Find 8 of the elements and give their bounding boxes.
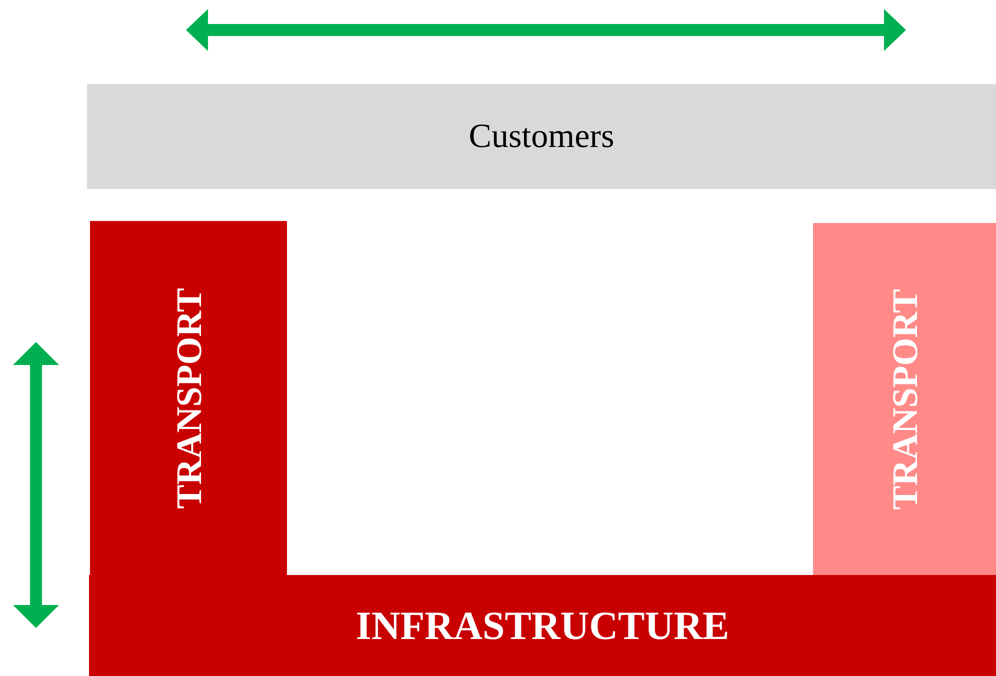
customers-band [87,84,996,189]
transport-column [90,221,287,575]
transport-column [813,223,996,575]
node-label: TRANSPORT [168,288,210,508]
node-label: INFRASTRUCTURE [356,602,730,649]
node-label: Customers [468,118,614,156]
infrastructure-band [89,575,996,676]
node-label: TRANSPORT [884,288,926,510]
